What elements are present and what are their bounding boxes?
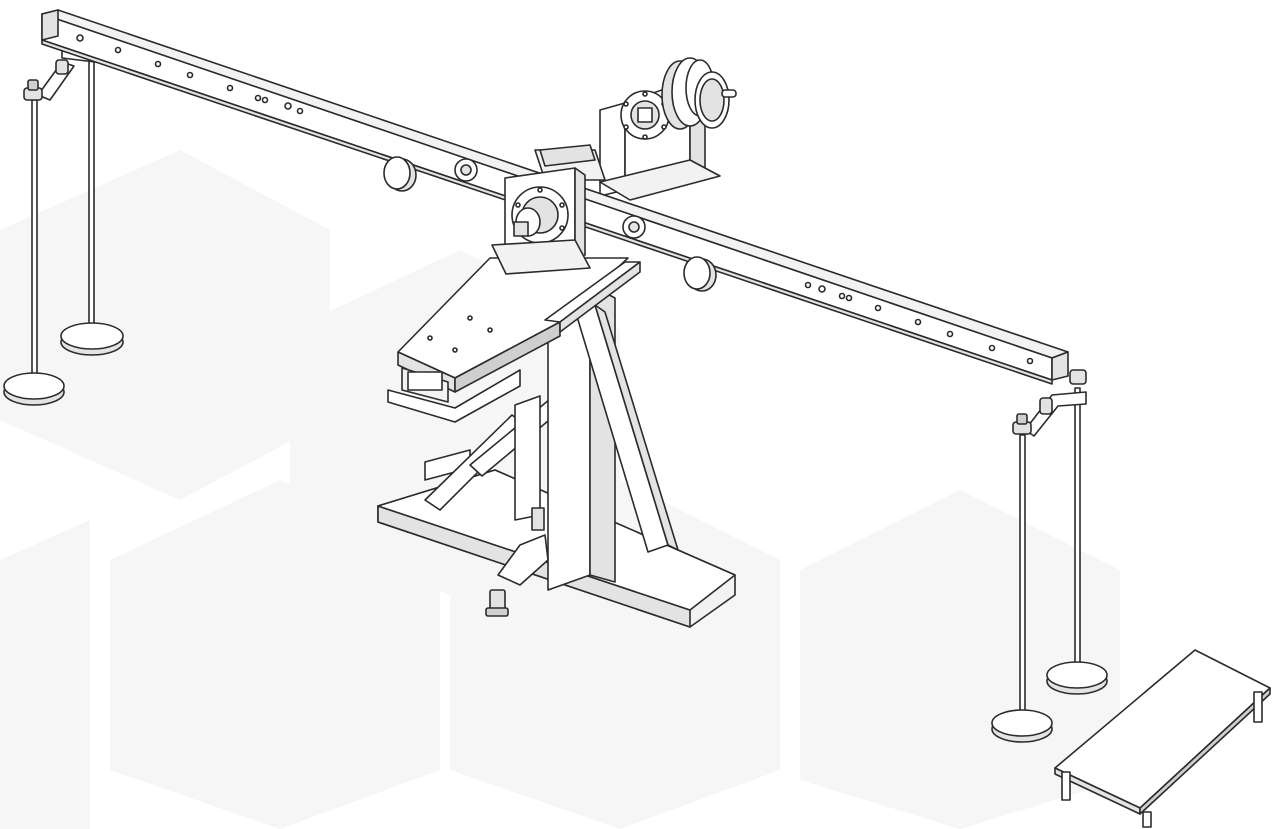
counterweights	[383, 156, 717, 292]
spindle-bolts	[515, 187, 565, 231]
right-support-stands	[991, 369, 1108, 743]
front-spindle-housing	[491, 144, 606, 275]
beam-holes	[76, 34, 1034, 365]
rotary-gearbox	[599, 57, 721, 201]
central-pedestal-frame	[377, 284, 736, 628]
linear-carriage	[387, 257, 641, 423]
carriage-bolts	[427, 315, 493, 353]
small-platform-table	[1054, 649, 1271, 828]
handwheel	[694, 71, 737, 129]
